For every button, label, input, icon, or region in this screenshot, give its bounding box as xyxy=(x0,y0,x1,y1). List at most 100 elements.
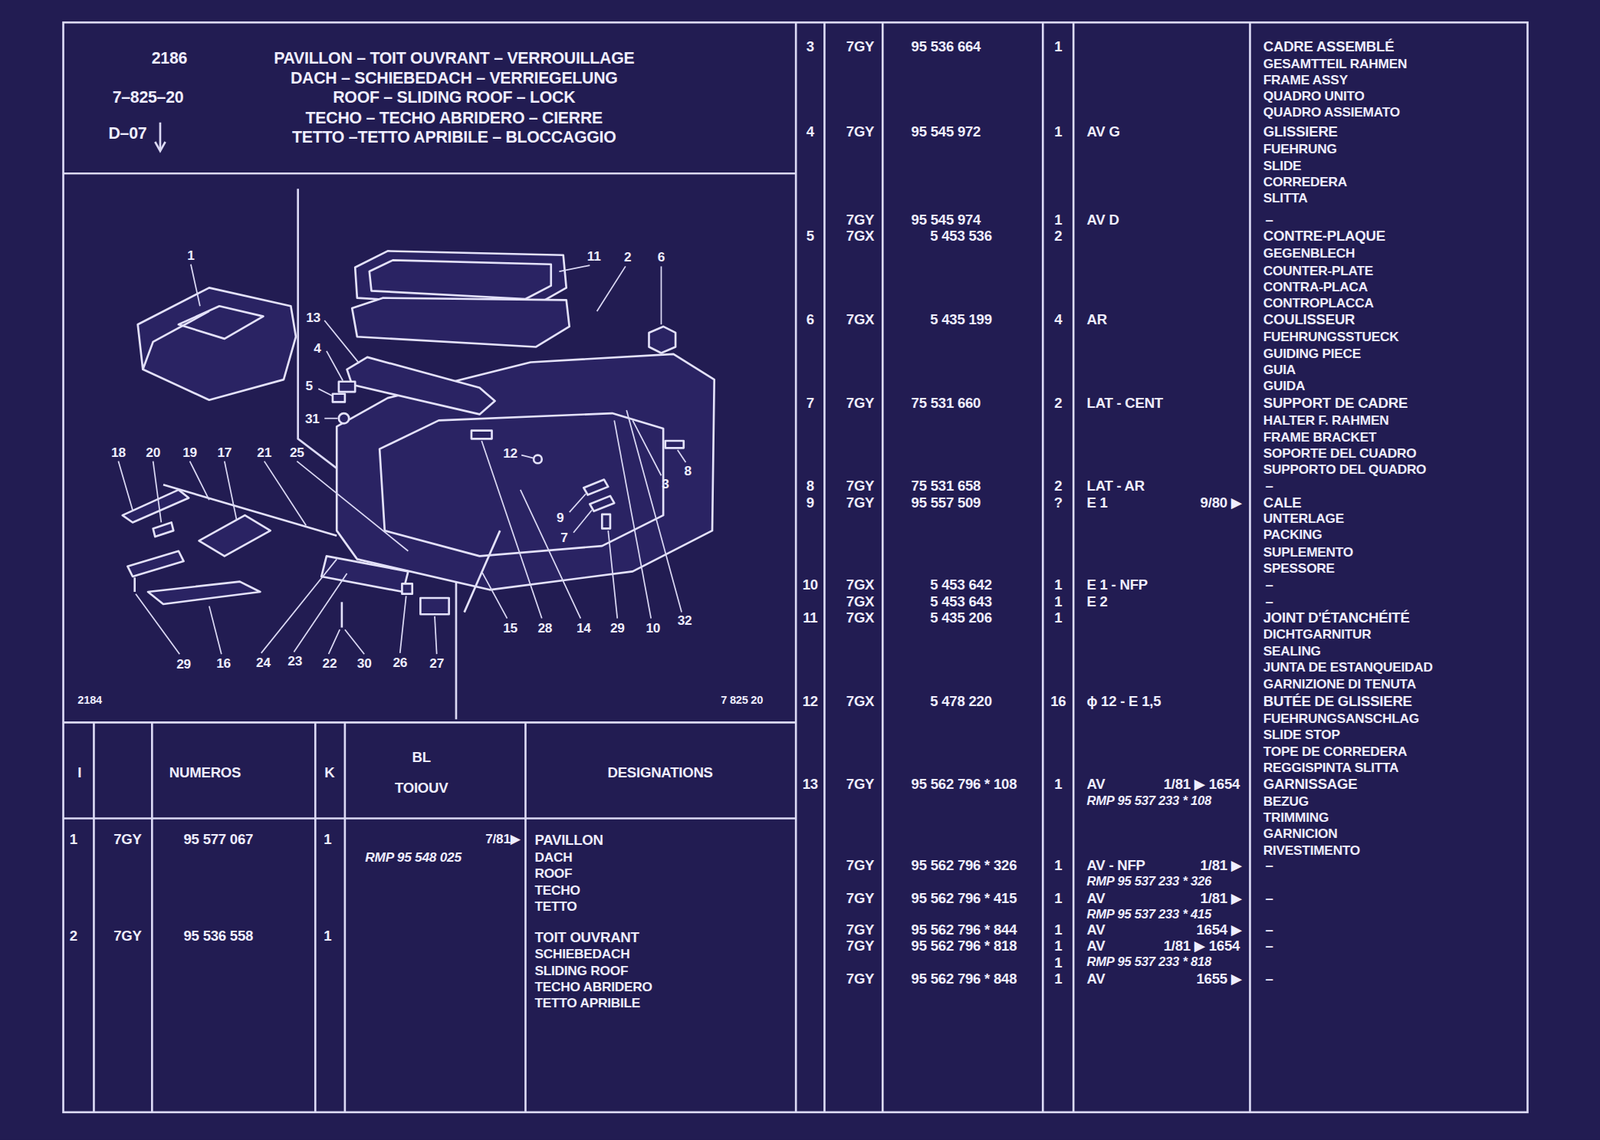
table-cell: 9/80 ▶ xyxy=(1200,495,1242,510)
table-cell: – xyxy=(1264,478,1273,493)
callout-number: 13 xyxy=(305,310,321,324)
table-cell: FRAME BRACKET xyxy=(1263,430,1377,444)
table-cell: – xyxy=(1264,890,1273,906)
leader-lines xyxy=(328,629,341,654)
leader-lines xyxy=(677,450,687,463)
leader-lines xyxy=(481,440,543,619)
table-cell: 7GY xyxy=(846,495,874,510)
heading-text: ROOF – SLIDING ROOF – LOCK xyxy=(332,89,575,106)
table-cell: 1 xyxy=(69,831,78,847)
table-cell: GARNICION xyxy=(1263,827,1338,841)
table-cell: AV xyxy=(1087,939,1106,954)
table-cell: 95 562 796 * 844 xyxy=(911,922,1018,937)
table-cell: 8 xyxy=(806,478,815,493)
leader-lines xyxy=(344,629,365,654)
callout-number: 2 xyxy=(624,250,631,264)
table-cell: SLITTA xyxy=(1263,191,1308,205)
callout-number: 18 xyxy=(111,445,126,459)
table-cell: 5 435 199 xyxy=(929,312,993,327)
table-cell: 7GY xyxy=(846,124,874,139)
table-cell: AV xyxy=(1087,922,1106,937)
leader-lines xyxy=(153,461,162,523)
heading-text: DACH – SCHIEBEDACH – VERRIEGELUNG xyxy=(290,70,618,87)
table-grid xyxy=(314,722,317,1112)
table-cell: SCHIEBEDACH xyxy=(534,947,630,961)
leader-lines xyxy=(607,530,618,618)
table-cell: 1/81 ▶ xyxy=(1200,890,1242,906)
table-cell: 7GX xyxy=(846,577,874,592)
exploded-view xyxy=(338,413,349,424)
leader-lines xyxy=(326,351,343,382)
exploded-view xyxy=(336,354,714,590)
table-cell: 2 xyxy=(1054,395,1062,411)
table-grid xyxy=(63,721,797,724)
table-cell: ϕ 12 - E 1,5 xyxy=(1087,693,1162,709)
exploded-view xyxy=(533,455,543,464)
page-title: PAVILLON – TOIT OUVRANT – VERROUILLAGE xyxy=(273,49,635,66)
table-cell: 7GY xyxy=(846,776,874,792)
leader-lines xyxy=(520,489,582,619)
table-cell: BL xyxy=(412,749,431,765)
table-cell: 95 562 796 * 326 xyxy=(911,857,1018,873)
table-cell: 95 536 558 xyxy=(183,928,254,943)
leader-lines xyxy=(118,461,133,511)
table-cell: LAT - AR xyxy=(1087,478,1145,493)
table-cell: TECHO ABRIDERO xyxy=(534,979,652,993)
callout-number: 29 xyxy=(176,657,191,671)
table-cell: PACKING xyxy=(1263,528,1323,542)
callout-number: 10 xyxy=(645,620,661,635)
leader-lines xyxy=(190,461,210,501)
table-cell: – xyxy=(1264,971,1273,986)
leader-lines xyxy=(481,571,507,618)
callout-number: 20 xyxy=(145,445,161,459)
table-cell: 75 531 658 xyxy=(911,478,982,493)
leader-lines xyxy=(293,573,347,652)
leader-lines xyxy=(660,266,663,325)
table-cell: 1 xyxy=(1054,610,1062,625)
table-cell: 95 562 796 * 415 xyxy=(911,890,1018,906)
table-grid xyxy=(63,817,797,820)
table-cell: GUIA xyxy=(1263,362,1296,376)
table-grid xyxy=(92,722,96,1112)
table-cell: GARNISSAGE xyxy=(1263,776,1358,792)
heading-text: TECHO – TECHO ABRIDERO – CIERRE xyxy=(305,110,603,127)
leader-lines xyxy=(118,264,686,654)
table-cell: 95 577 067 xyxy=(183,831,254,847)
table-cell: – xyxy=(1264,939,1273,954)
callout-number: 1 xyxy=(187,248,194,262)
exploded-view xyxy=(420,597,449,615)
table-grid xyxy=(795,22,798,1113)
table-cell: 95 536 664 xyxy=(911,39,982,54)
table-cell: AV xyxy=(1087,776,1106,792)
table-cell: 95 545 974 xyxy=(911,212,982,227)
table-cell: 2 xyxy=(69,928,78,943)
table-cell: CADRE ASSEMBLÉ xyxy=(1263,39,1395,54)
table-cell: SOPORTE DEL CUADRO xyxy=(1263,446,1417,460)
heading-text: D–07 xyxy=(108,125,147,142)
exploded-view xyxy=(341,601,344,628)
table-cell: SPESSORE xyxy=(1263,561,1335,575)
table-cell: HALTER F. RAHMEN xyxy=(1263,413,1390,428)
leader-lines xyxy=(135,594,180,655)
table-cell: SLIDING ROOF xyxy=(534,963,628,977)
table-cell: 1 xyxy=(1054,594,1062,609)
exploded-view xyxy=(589,496,615,512)
table-cell: PAVILLON xyxy=(534,832,603,848)
table-cell: 95 562 796 * 848 xyxy=(911,971,1018,986)
table-cell: E 1 - NFP xyxy=(1087,577,1148,592)
table-cell: DICHTGARNITUR xyxy=(1263,627,1372,641)
table-cell: REGGISPINTA SLITTA xyxy=(1263,760,1400,774)
callout-number: 31 xyxy=(305,411,320,425)
table-cell: 75 531 660 xyxy=(911,395,982,411)
leader-lines xyxy=(614,420,651,618)
exploded-view xyxy=(147,581,260,605)
table-cell: – xyxy=(1264,594,1273,609)
table-cell: RMP 95 537 233 * 108 xyxy=(1087,795,1212,809)
table-cell: 7GX xyxy=(846,693,874,709)
table-cell: 1 xyxy=(1054,971,1062,986)
callout-number: 14 xyxy=(576,620,592,635)
table-cell: 3 xyxy=(806,39,815,54)
table-cell: GARNIZIONE DI TENUTA xyxy=(1263,676,1417,690)
exploded-view xyxy=(471,430,493,440)
